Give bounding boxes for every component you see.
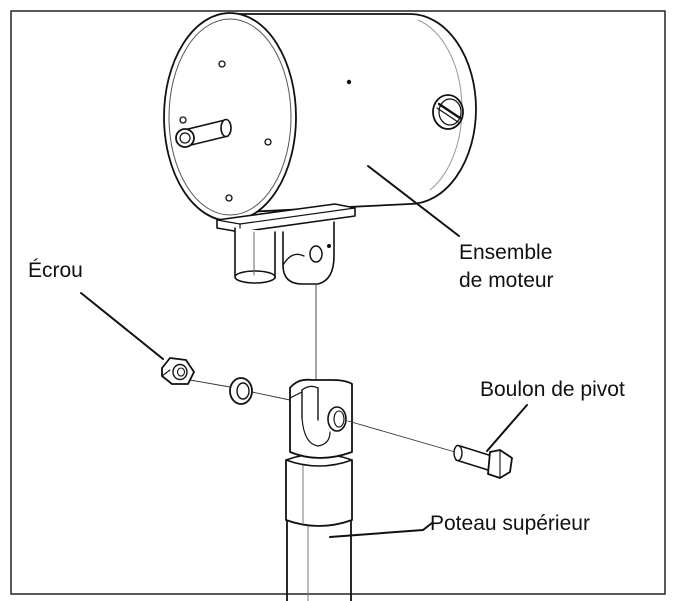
- label-motor-line2: de moteur: [459, 269, 554, 292]
- bracket-block: [234, 227, 276, 284]
- diagram-frame: [10, 10, 666, 595]
- clevis-tab: [282, 221, 335, 285]
- washer: [229, 377, 253, 405]
- cap-hole: [218, 60, 226, 68]
- alignment-line-nut: [189, 379, 231, 388]
- alignment-line-washer: [251, 391, 291, 401]
- pivot-bolt: [453, 444, 513, 479]
- cap-hole: [264, 138, 272, 146]
- motor-housing: [228, 13, 477, 213]
- cap-hole: [179, 116, 187, 124]
- leader-line-nut: [80, 292, 164, 360]
- label-nut: Écrou: [28, 259, 83, 282]
- motor-front-cap-rim: [168, 18, 292, 216]
- motor-shaft: [175, 118, 232, 148]
- leader-line-bolt: [486, 404, 528, 452]
- motor-assembly: [163, 12, 477, 285]
- nut: [161, 357, 195, 385]
- motor-housing-shading: [417, 19, 463, 191]
- label-upper-pole: Poteau supérieur: [430, 512, 590, 535]
- body-dot: [346, 79, 352, 85]
- label-pivot-bolt: Boulon de pivot: [480, 378, 625, 401]
- leader-line-pole: [329, 522, 433, 538]
- cap-hole: [225, 194, 233, 202]
- upper-pole: [285, 378, 353, 601]
- alignment-line-bolt: [347, 420, 456, 453]
- leader-line-motor: [367, 165, 460, 237]
- label-motor-line1: Ensemble: [459, 241, 553, 264]
- side-screw: [432, 94, 464, 130]
